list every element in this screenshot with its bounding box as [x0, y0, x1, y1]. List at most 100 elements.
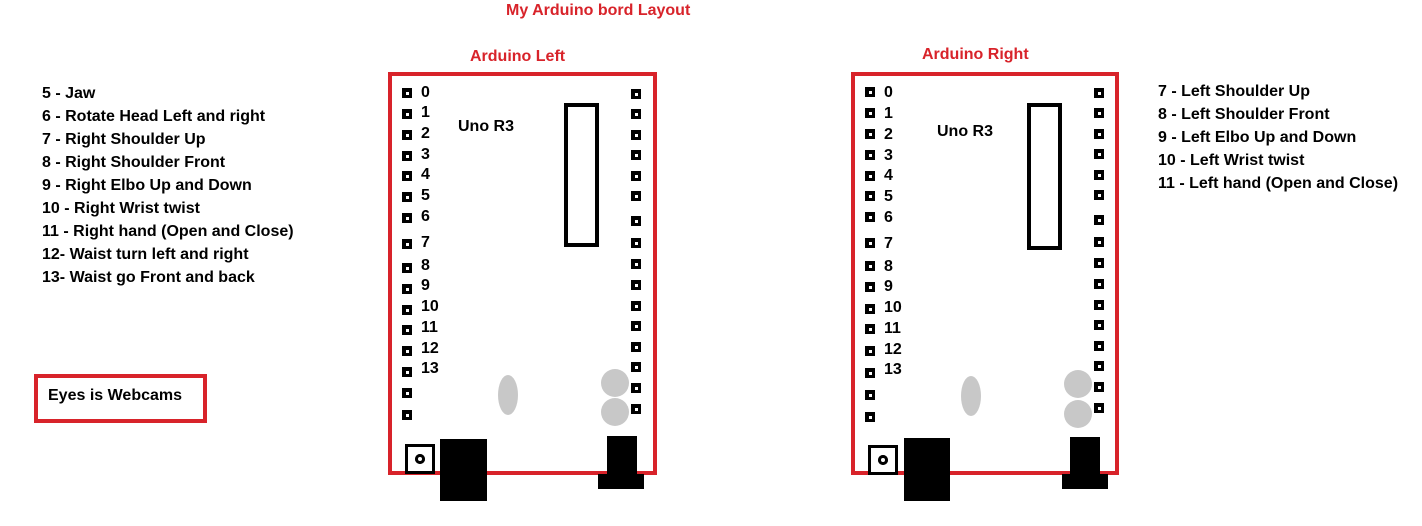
- usb-connector: [904, 438, 950, 501]
- power-jack-base: [1062, 474, 1108, 489]
- pin-assignment-item: 10 - Right Wrist twist: [42, 200, 200, 217]
- analog-power-pin: [1094, 258, 1104, 268]
- digital-pin: [402, 239, 412, 249]
- pin-number-label: 13: [884, 361, 902, 378]
- capacitor-top: [1064, 370, 1092, 398]
- digital-pin: [402, 130, 412, 140]
- analog-power-pin: [631, 109, 641, 119]
- pin-assignment-item: 5 - Jaw: [42, 85, 96, 102]
- analog-power-pin: [1094, 279, 1104, 289]
- digital-pin: [865, 191, 875, 201]
- pin-number-label: 8: [421, 257, 430, 274]
- pin-number-label: 3: [884, 147, 893, 164]
- capacitor-bottom: [1064, 400, 1092, 428]
- right-board-title: Arduino Right: [922, 46, 1029, 63]
- power-jack-base: [598, 474, 644, 489]
- pin-number-label: 7: [884, 235, 893, 252]
- pin-number-label: 1: [884, 105, 893, 122]
- pin-number-label: 11: [884, 320, 901, 337]
- pin-number-label: 9: [421, 277, 430, 294]
- digital-pin: [402, 192, 412, 202]
- pin-number-label: 13: [421, 360, 439, 377]
- analog-power-pin: [1094, 320, 1104, 330]
- pin-number-label: 5: [884, 188, 893, 205]
- analog-power-pin: [631, 216, 641, 226]
- digital-pin: [402, 388, 412, 398]
- pin-assignment-item: 9 - Left Elbo Up and Down: [1158, 129, 1357, 146]
- pin-assignment-item: 13- Waist go Front and back: [42, 269, 255, 286]
- reset-button: [868, 445, 898, 475]
- analog-power-pin: [1094, 190, 1104, 200]
- pin-number-label: 6: [884, 209, 893, 226]
- header-connector: [564, 103, 599, 247]
- pin-assignment-item: 7 - Right Shoulder Up: [42, 131, 206, 148]
- eyes-note: Eyes is Webcams: [34, 374, 207, 423]
- pin-number-label: 12: [421, 340, 439, 357]
- pin-assignment-item: 7 - Left Shoulder Up: [1158, 83, 1310, 100]
- pin-number-label: 4: [884, 167, 893, 184]
- analog-power-pin: [1094, 237, 1104, 247]
- digital-pin: [402, 410, 412, 420]
- capacitor-oval: [961, 376, 981, 416]
- power-jack: [607, 436, 637, 476]
- pin-number-label: 12: [884, 341, 902, 358]
- pin-number-label: 3: [421, 146, 430, 163]
- digital-pin: [865, 129, 875, 139]
- analog-power-pin: [631, 383, 641, 393]
- analog-power-pin: [1094, 170, 1104, 180]
- digital-pin: [865, 346, 875, 356]
- digital-pin: [402, 88, 412, 98]
- digital-pin: [402, 346, 412, 356]
- pin-assignment-item: 11 - Left hand (Open and Close): [1158, 175, 1399, 192]
- pin-number-label: 8: [884, 258, 893, 275]
- digital-pin: [865, 368, 875, 378]
- analog-power-pin: [1094, 129, 1104, 139]
- pin-number-label: 10: [421, 298, 439, 315]
- pin-number-label: 2: [884, 126, 893, 143]
- digital-pin: [402, 151, 412, 161]
- page-title: My Arduino bord Layout: [506, 2, 691, 19]
- digital-pin: [402, 284, 412, 294]
- digital-pin: [865, 108, 875, 118]
- pin-number-label: 11: [421, 319, 438, 336]
- digital-pin: [865, 324, 875, 334]
- analog-power-pin: [631, 89, 641, 99]
- pin-number-label: 0: [884, 84, 893, 101]
- header-connector: [1027, 103, 1062, 250]
- digital-pin: [402, 325, 412, 335]
- digital-pin: [865, 261, 875, 271]
- eyes-note-text: Eyes is Webcams: [48, 387, 183, 404]
- digital-pin: [402, 367, 412, 377]
- pin-assignment-item: 8 - Left Shoulder Front: [1158, 106, 1330, 123]
- digital-pin: [865, 238, 875, 248]
- pin-number-label: 10: [884, 299, 902, 316]
- analog-power-pin: [631, 191, 641, 201]
- pin-number-label: 5: [421, 187, 430, 204]
- capacitor-oval: [498, 375, 518, 415]
- digital-pin: [865, 412, 875, 422]
- capacitor-top: [601, 369, 629, 397]
- capacitor-bottom: [601, 398, 629, 426]
- analog-power-pin: [631, 280, 641, 290]
- pin-number-label: 6: [421, 208, 430, 225]
- digital-pin: [865, 171, 875, 181]
- digital-pin: [865, 304, 875, 314]
- digital-pin: [402, 109, 412, 119]
- digital-pin: [402, 171, 412, 181]
- pin-number-label: 1: [421, 104, 430, 121]
- left-board-title: Arduino Left: [470, 48, 566, 65]
- analog-power-pin: [1094, 382, 1104, 392]
- power-jack: [1070, 437, 1100, 475]
- pin-number-label: 2: [421, 125, 430, 142]
- analog-power-pin: [1094, 300, 1104, 310]
- right-pin-assignments: 7 - Left Shoulder Up 8 - Left Shoulder Fr…: [1158, 80, 1398, 195]
- analog-power-pin: [631, 259, 641, 269]
- analog-power-pin: [631, 130, 641, 140]
- digital-pin: [402, 213, 412, 223]
- analog-power-pin: [1094, 215, 1104, 225]
- pin-assignment-item: 10 - Left Wrist twist: [1158, 152, 1305, 169]
- analog-power-pin: [1094, 108, 1104, 118]
